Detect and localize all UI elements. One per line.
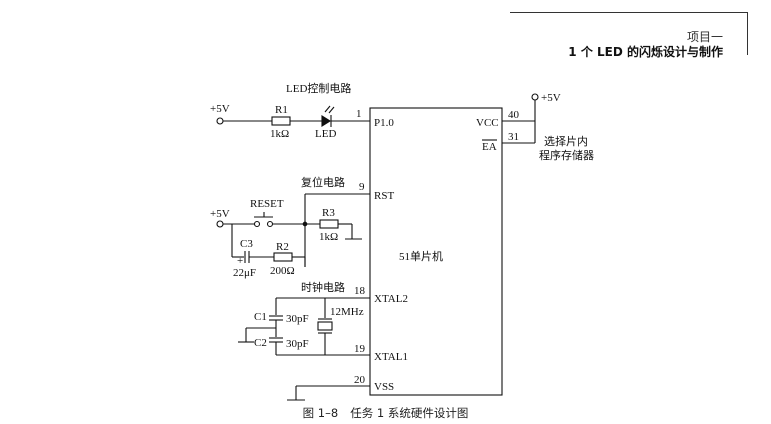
reset-supply-label: +5V bbox=[210, 208, 230, 220]
c3-capacitor-icon bbox=[244, 251, 250, 263]
junction-dot bbox=[302, 221, 308, 227]
ea-note-line1: 选择片内 bbox=[544, 134, 588, 148]
reset-supply-terminal bbox=[216, 220, 224, 228]
c2-capacitor-icon bbox=[269, 337, 283, 343]
figure-caption: 图 1–8 任务 1 系统硬件设计图 bbox=[0, 405, 771, 421]
r1-value: 1kΩ bbox=[270, 128, 289, 140]
header-rule bbox=[510, 12, 748, 13]
header-rule-vertical bbox=[747, 12, 748, 55]
vcc-supply-terminal bbox=[531, 93, 539, 101]
vcc-supply-label: +5V bbox=[541, 92, 561, 104]
pin-num-xtal2: 18 bbox=[354, 285, 366, 297]
pin-num-ea: 31 bbox=[508, 131, 519, 143]
led-section-label: LED控制电路 bbox=[286, 81, 351, 95]
c3-value: 22μF bbox=[233, 267, 256, 279]
pin-num-rst: 9 bbox=[359, 181, 365, 193]
led-supply-label: +5V bbox=[210, 103, 230, 115]
crystal-icon bbox=[317, 318, 333, 334]
c1-value: 30pF bbox=[286, 313, 309, 325]
pin-name-ea: EA bbox=[482, 141, 497, 153]
r3-resistor bbox=[319, 219, 339, 229]
r3-value: 1kΩ bbox=[319, 231, 338, 243]
r1-resistor bbox=[271, 116, 291, 126]
pin-name-xtal2: XTAL2 bbox=[374, 293, 408, 305]
pin-name-p10: P1.0 bbox=[374, 117, 394, 129]
pin-name-vss: VSS bbox=[374, 381, 394, 393]
crystal-value: 12MHz bbox=[330, 306, 364, 318]
pin-num-xtal1: 19 bbox=[354, 343, 366, 355]
pin-name-rst: RST bbox=[374, 190, 394, 202]
r2-resistor bbox=[273, 252, 293, 262]
c3-ref: C3 bbox=[240, 238, 253, 250]
r2-value: 200Ω bbox=[270, 265, 295, 277]
pin-num-p10: 1 bbox=[356, 108, 362, 120]
header-subtitle: 项目一 bbox=[686, 30, 723, 44]
mcu-label: 51单片机 bbox=[399, 249, 443, 263]
reset-button-icon bbox=[253, 212, 274, 228]
pin-num-vss: 20 bbox=[354, 374, 366, 386]
r1-ref: R1 bbox=[275, 104, 288, 116]
pin-name-vcc: VCC bbox=[476, 117, 499, 129]
c2-value: 30pF bbox=[286, 338, 309, 350]
c1-capacitor-icon bbox=[269, 315, 283, 321]
mcu-body bbox=[369, 107, 503, 396]
led-supply-terminal bbox=[216, 117, 224, 125]
reset-button-ref: RESET bbox=[250, 198, 284, 210]
led-icon bbox=[321, 105, 335, 127]
pin-num-vcc: 40 bbox=[508, 109, 520, 121]
led-ref: LED bbox=[315, 128, 336, 140]
pin-name-xtal1: XTAL1 bbox=[374, 351, 408, 363]
r3-ref: R3 bbox=[322, 207, 335, 219]
figure-title: 任务 1 系统硬件设计图 bbox=[350, 406, 469, 420]
header-title: 1 个 LED 的闪烁设计与制作 bbox=[568, 45, 723, 59]
ea-note-line2: 程序存储器 bbox=[539, 148, 594, 162]
clock-section-label: 时钟电路 bbox=[301, 280, 345, 294]
figure-number: 图 1–8 bbox=[302, 406, 339, 420]
r2-ref: R2 bbox=[276, 241, 289, 253]
c1-ref: C1 bbox=[254, 311, 267, 323]
c2-ref: C2 bbox=[254, 337, 267, 349]
c3-polarity: + bbox=[237, 255, 243, 267]
reset-section-label: 复位电路 bbox=[301, 175, 345, 189]
